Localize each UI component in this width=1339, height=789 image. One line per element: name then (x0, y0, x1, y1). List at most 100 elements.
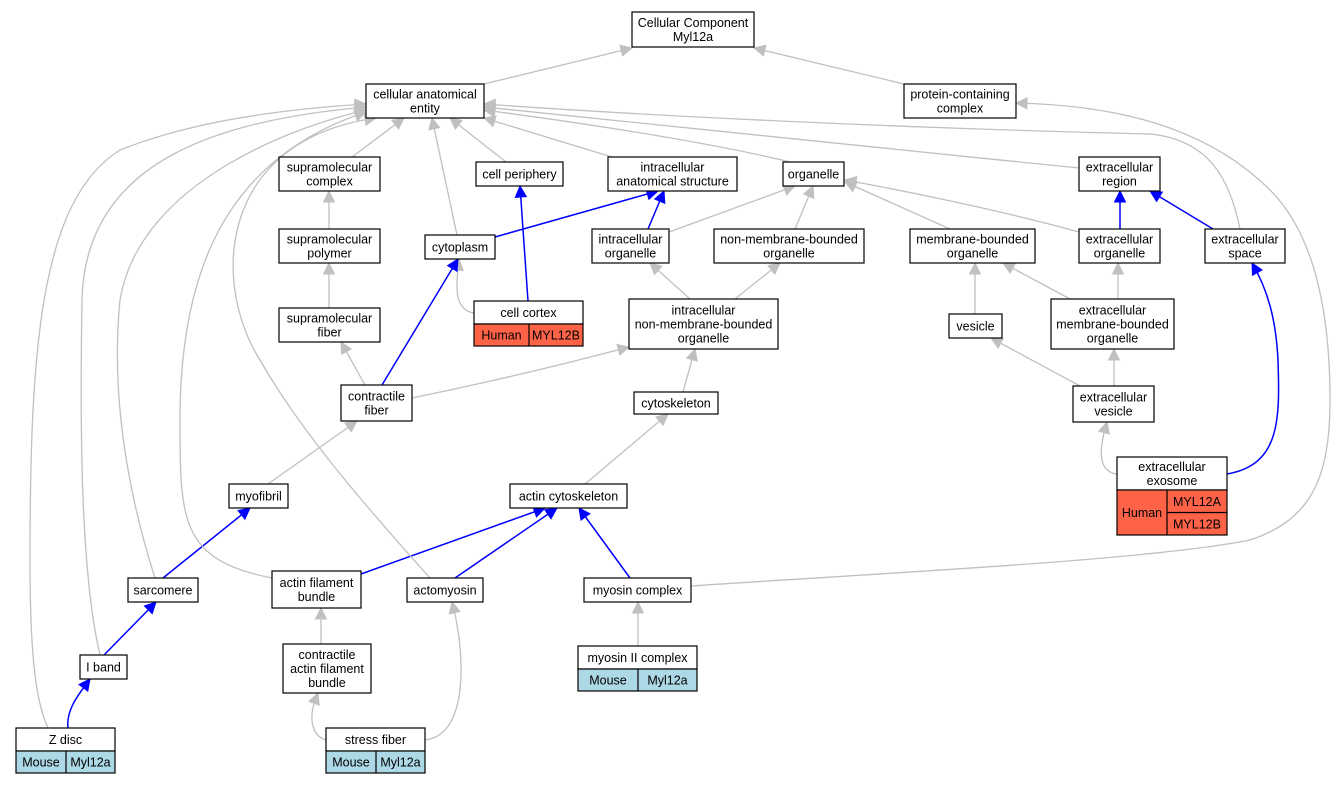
edge-pcc-to-root (752, 44, 905, 85)
arrowhead-icon (1097, 420, 1111, 435)
node-label-line: membrane-bounded (916, 233, 1029, 247)
is-a-edge-line (483, 47, 633, 85)
edge-cafb-to-afb (314, 606, 328, 644)
edge-contrfiber-to-cytoplasm (381, 258, 459, 386)
node-label-line: organelle (788, 168, 839, 182)
arrowhead-icon (631, 600, 645, 614)
edge-nmbo-to-organelle (794, 184, 815, 230)
node-box (633, 391, 719, 415)
is-a-edge-line (80, 106, 367, 656)
arrowhead-icon (619, 44, 634, 57)
part-of-edge-line (454, 507, 558, 579)
node-box (1050, 298, 1175, 350)
node-box (271, 570, 362, 609)
node-vesicle[interactable]: vesicle (948, 313, 1003, 339)
arrowhead-icon (307, 691, 320, 706)
edge-extspace-to-extreg (1149, 190, 1214, 230)
node-label-line: extracellular (1080, 391, 1147, 405)
node-box (948, 313, 1003, 339)
node-box (909, 228, 1036, 264)
node-label-line: actin filament (290, 662, 364, 676)
node-box (278, 307, 381, 343)
node-cytoskeleton[interactable]: cytoskeleton (633, 391, 719, 415)
edge-actomyosin-to-actincyto (454, 507, 558, 579)
node-box (607, 156, 738, 192)
node-myofibril[interactable]: myofibril (228, 483, 289, 509)
edge-icorg-to-ias (647, 189, 666, 230)
edge-supcomplex-to-cae (351, 117, 405, 158)
node-cytoplasm[interactable]: cytoplasm (424, 234, 496, 260)
node-organelle[interactable]: organelle (782, 161, 845, 187)
node-box (1072, 385, 1155, 423)
arrowhead-icon (343, 420, 358, 433)
edge-extves-to-extmbo (1107, 347, 1121, 386)
is-a-edge-line (267, 420, 358, 485)
node-label-line: bundle (298, 590, 336, 604)
part-of-edge-line (1226, 262, 1280, 475)
arrowhead-icon (1107, 347, 1121, 361)
gene-label: MYL12A (1173, 495, 1222, 509)
arrowhead-icon (314, 606, 328, 620)
node-actincyto[interactable]: actin cytoskeleton (509, 483, 628, 509)
node-label-line: extracellular (1086, 161, 1153, 175)
node-box (424, 234, 496, 260)
node-label-line: membrane-bounded (1056, 318, 1169, 332)
arrowhead-icon (1149, 190, 1164, 203)
node-label-line: actomyosin (413, 584, 476, 598)
node-iband[interactable]: I band (79, 654, 128, 680)
arrowhead-icon (543, 507, 558, 520)
arrowhead-icon (578, 507, 591, 521)
node-box (628, 298, 779, 350)
node-label-line: contractile (299, 648, 356, 662)
edge-icnmbo-to-nmbo (734, 262, 781, 300)
node-actomyosin[interactable]: actomyosin (406, 577, 484, 603)
is-a-edge-line (584, 413, 669, 485)
arrowhead-icon (802, 184, 815, 200)
node-label-line: myosin complex (593, 584, 683, 598)
edge-suppoly-to-supcomplex (322, 189, 336, 229)
node-icnmbo[interactable]: intracellularnon-membrane-boundedorganel… (628, 298, 779, 350)
arrowhead-icon (78, 678, 91, 692)
arrowhead-icon (655, 413, 669, 427)
is-a-edge-line (424, 601, 462, 741)
edge-contrfiber-to-supfiber (340, 341, 366, 386)
arrowhead-icon (653, 189, 666, 205)
species-label: Mouse (332, 756, 370, 770)
node-cellper[interactable]: cell periphery (475, 161, 564, 187)
edge-myosincomplex-to-actincyto (578, 507, 631, 579)
node-myosincomplex[interactable]: myosin complex (583, 577, 692, 603)
part-of-edge-line (381, 258, 459, 386)
edge-extspace-to-cae (482, 98, 1241, 230)
arrowhead-icon (428, 116, 441, 131)
node-sarcomere[interactable]: sarcomere (127, 577, 199, 603)
arrowhead-icon (446, 258, 459, 273)
edge-cytoskeleton-to-icnmbo (682, 347, 698, 393)
is-a-edge-line (483, 106, 1080, 169)
node-label-line: organelle (1094, 247, 1145, 261)
is-a-edge-line (449, 117, 507, 163)
